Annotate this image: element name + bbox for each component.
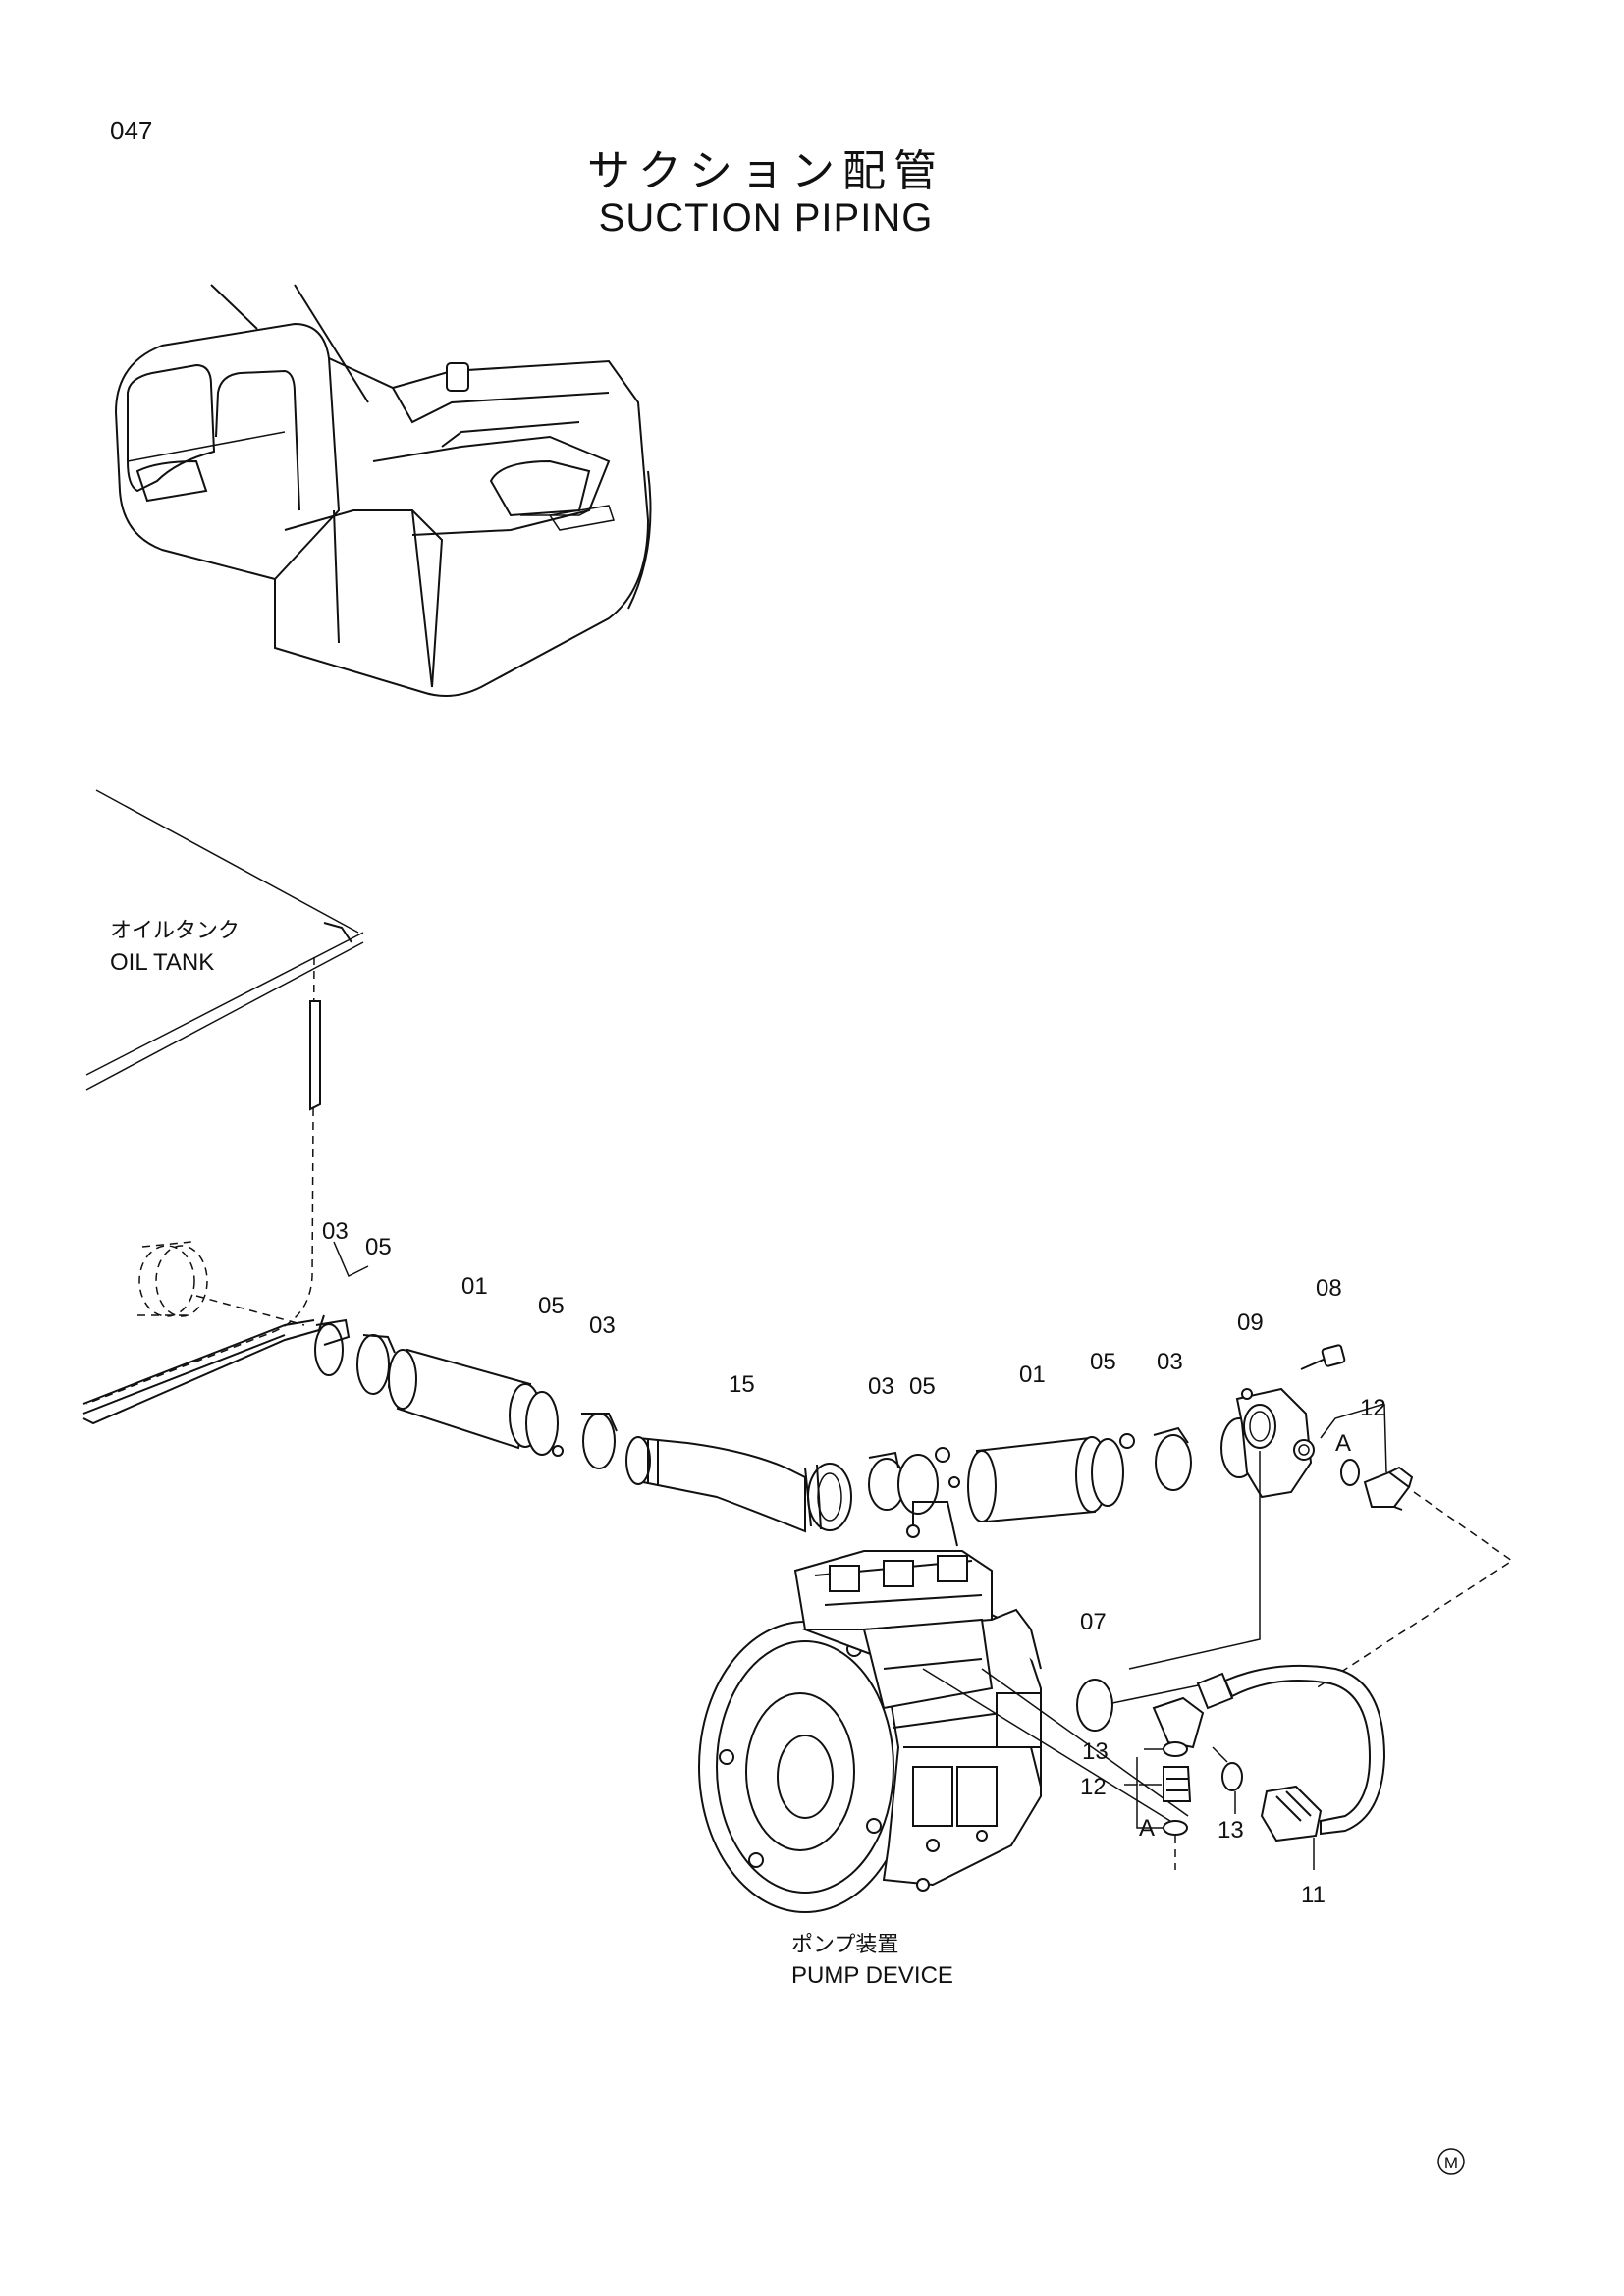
pump-device-label-jp: ポンプ装置 <box>791 1933 898 1957</box>
part-label-01: 01 <box>461 1273 488 1300</box>
lower-piping <box>1076 1664 1386 1870</box>
detail-label-a-lower: A <box>1139 1815 1155 1842</box>
part-label-05: 05 <box>909 1373 936 1400</box>
part-label-13: 13 <box>1218 1817 1244 1843</box>
excavator-key-drawing <box>114 284 652 697</box>
part-label-09: 09 <box>1237 1309 1264 1336</box>
pump-device-label: PUMP DEVICE <box>791 1962 953 1989</box>
part-label-01: 01 <box>1019 1362 1046 1388</box>
page-number: 047 <box>110 116 153 145</box>
part-label-05: 05 <box>1090 1349 1116 1375</box>
part-label-03: 03 <box>589 1312 616 1339</box>
part-label-07: 07 <box>1080 1609 1107 1635</box>
part-label-08: 08 <box>1316 1275 1342 1302</box>
part-label-15: 15 <box>729 1371 755 1398</box>
detail-label-a: A <box>1335 1430 1351 1457</box>
part-label-13: 13 <box>1082 1738 1109 1765</box>
page-title: SUCTION PIPING <box>598 196 934 240</box>
title-japanese: サクション配管 <box>587 146 945 196</box>
part-label-03: 03 <box>322 1218 349 1245</box>
part-label-03: 03 <box>868 1373 894 1400</box>
part-label-05: 05 <box>365 1234 392 1260</box>
part-label-05: 05 <box>538 1293 565 1319</box>
part-label-12: 12 <box>1080 1774 1107 1800</box>
part-label-03: 03 <box>1157 1349 1183 1375</box>
oil-tank-label-jp: オイルタンク <box>110 919 240 943</box>
part-label-12: 12 <box>1360 1395 1386 1421</box>
m-mark: M <box>1444 2154 1458 2172</box>
part-label-11: 11 <box>1301 1882 1326 1908</box>
upper-piping-row <box>314 1318 1514 1689</box>
pump-device-drawing <box>698 1501 1189 1913</box>
oil-tank-label: OIL TANK <box>110 949 214 976</box>
